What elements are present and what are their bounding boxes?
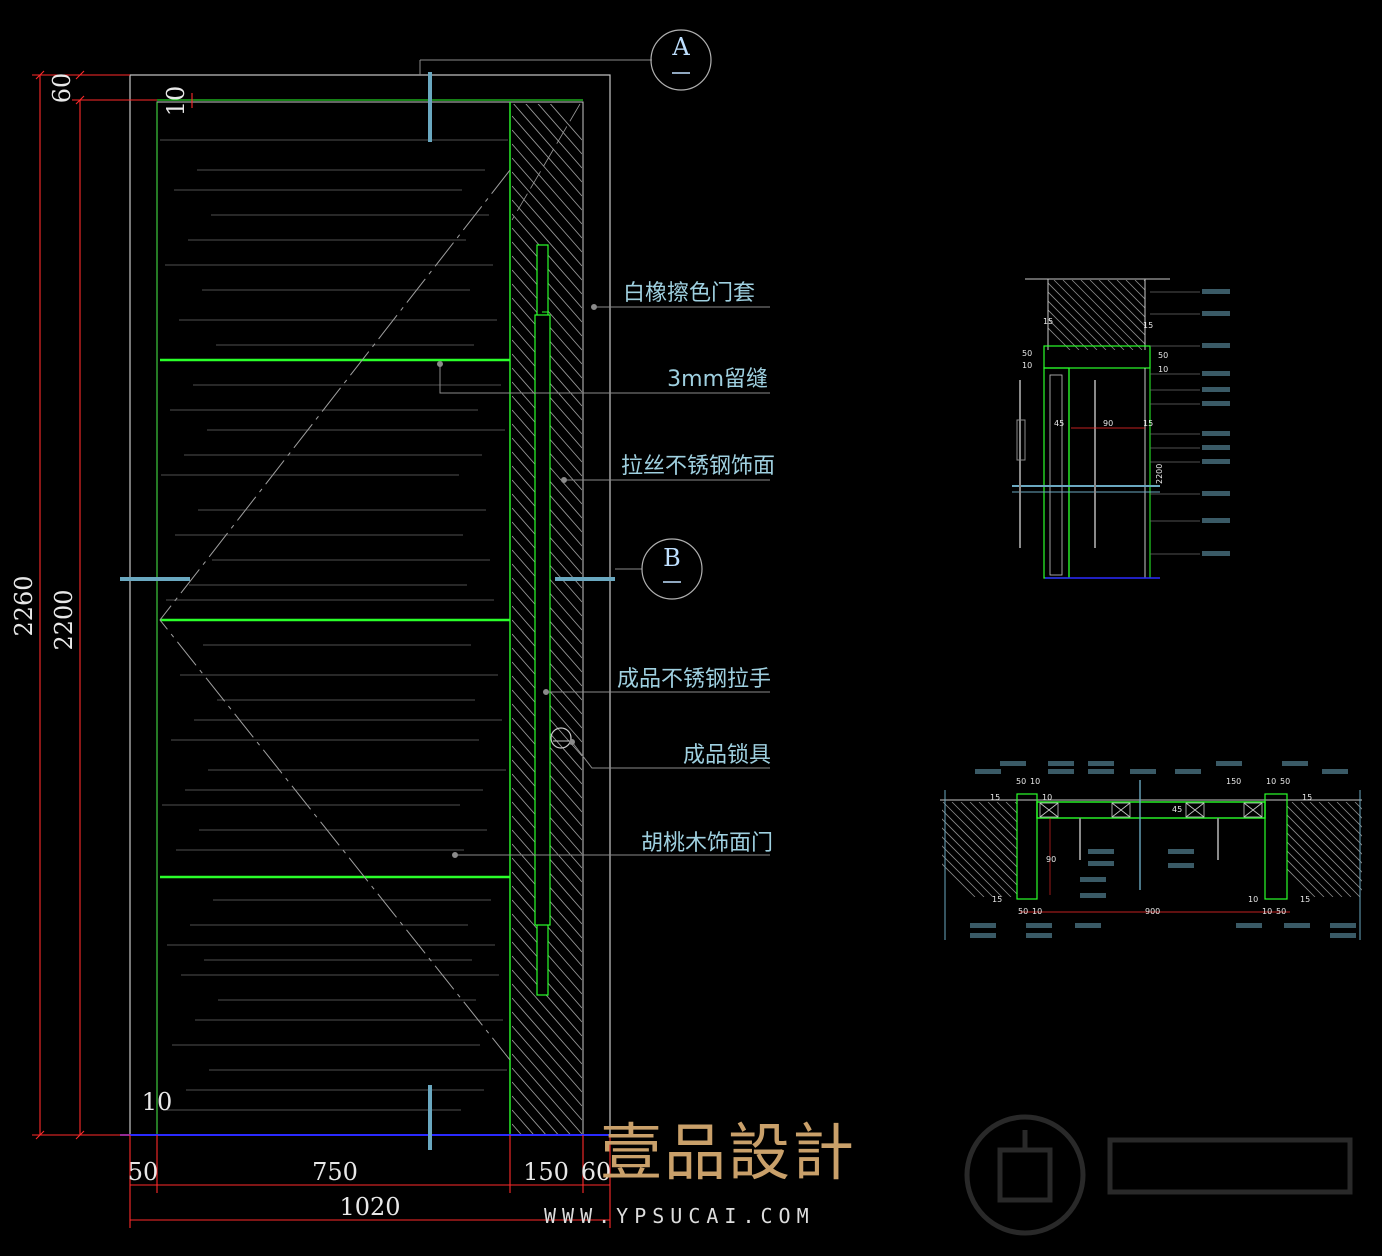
vsec-dim-5: 10 xyxy=(1158,365,1168,374)
psec-dim-14: 900 xyxy=(1145,907,1160,916)
dim-bottom-gap: 10 xyxy=(142,1088,173,1116)
watermark-logo xyxy=(964,1114,1353,1236)
door-inner-frame xyxy=(156,101,584,1136)
psec-dim-17: 50 xyxy=(1276,907,1286,916)
vsec-dim-6: 50 xyxy=(1158,351,1168,360)
door-swing-lines xyxy=(159,169,511,1061)
psec-dim-2: 50 xyxy=(1016,777,1026,786)
callout-gap: 3mm留缝 xyxy=(667,367,768,392)
callout-stainless-finish: 拉丝不锈钢饰面 xyxy=(621,454,775,479)
door-elevation: A B 白橡擦色门套 3mm留缝 拉丝不锈钢饰面 成品不锈钢拉手 成品锁具 胡桃… xyxy=(10,29,775,1228)
psec-dim-4: 10 xyxy=(1042,793,1052,802)
vertical-section-detail: 15 15 10 50 10 50 45 90 15 2200 xyxy=(1012,278,1230,579)
lock-symbol xyxy=(550,727,572,749)
psec-dim-8: 15 xyxy=(1302,793,1312,802)
psec-dim-10: 90 xyxy=(1046,855,1056,864)
vsec-dim-3: 10 xyxy=(1022,361,1032,370)
vsec-dim-1: 15 xyxy=(1043,317,1053,326)
dim-door-leaf: 750 xyxy=(312,1158,358,1186)
vsec-dim-10: 2200 xyxy=(1155,464,1164,484)
dim-left-jamb: 50 xyxy=(128,1158,159,1186)
watermark-brand: 壹品設計 xyxy=(600,1116,857,1189)
section-mark-a-letter: A xyxy=(671,33,690,61)
dim-door-height: 2200 xyxy=(50,589,78,650)
psec-dim-9: 45 xyxy=(1172,805,1182,814)
dim-top-gap: 10 xyxy=(162,86,190,117)
dim-total-width: 1020 xyxy=(339,1193,400,1221)
vsec-dim-2: 15 xyxy=(1143,321,1153,330)
callout-leaders xyxy=(437,304,770,858)
callout-lock: 成品锁具 xyxy=(683,743,771,768)
dim-right-frame: 60 xyxy=(581,1158,612,1186)
psec-dim-16: 10 xyxy=(1262,907,1272,916)
section-mark-a: A xyxy=(650,29,712,91)
psec-dim-15: 10 xyxy=(1248,895,1258,904)
vsec-dim-4: 50 xyxy=(1022,349,1032,358)
vsec-dim-9: 15 xyxy=(1143,419,1153,428)
callout-labels: 白橡擦色门套 3mm留缝 拉丝不锈钢饰面 成品不锈钢拉手 成品锁具 胡桃木饰面门 xyxy=(617,281,775,856)
vsec-dim-7: 45 xyxy=(1054,419,1064,428)
callout-door-casing: 白橡擦色门套 xyxy=(623,281,755,306)
psec-dim-12: 50 xyxy=(1018,907,1028,916)
psec-dim-13: 10 xyxy=(1032,907,1042,916)
psec-dim-5: 150 xyxy=(1226,777,1241,786)
psec-dim-18: 15 xyxy=(1300,895,1310,904)
callout-handle: 成品不锈钢拉手 xyxy=(617,667,771,692)
psec-dim-3: 10 xyxy=(1030,777,1040,786)
psec-dim-7: 50 xyxy=(1280,777,1290,786)
dim-side-panel: 150 xyxy=(523,1158,569,1186)
vertical-dimensions xyxy=(32,70,193,1140)
psec-dim-6: 10 xyxy=(1266,777,1276,786)
section-mark-b-letter: B xyxy=(663,544,681,572)
dim-top-frame: 60 xyxy=(48,73,76,104)
horizontal-dimensions xyxy=(129,1135,611,1228)
callout-walnut-door: 胡桃木饰面门 xyxy=(641,831,773,856)
vsec-dim-8: 90 xyxy=(1103,419,1113,428)
section-mark-b: B xyxy=(641,538,703,600)
dim-total-height: 2260 xyxy=(10,575,38,636)
plan-section-detail: 15 50 10 10 150 10 50 15 45 90 15 50 10 … xyxy=(940,761,1362,940)
psec-dim-11: 15 xyxy=(992,895,1002,904)
wood-grain-lines xyxy=(160,139,508,1111)
psec-dim-1: 15 xyxy=(990,793,1000,802)
watermark-url: WWW.YPSUCAI.COM xyxy=(544,1204,815,1228)
